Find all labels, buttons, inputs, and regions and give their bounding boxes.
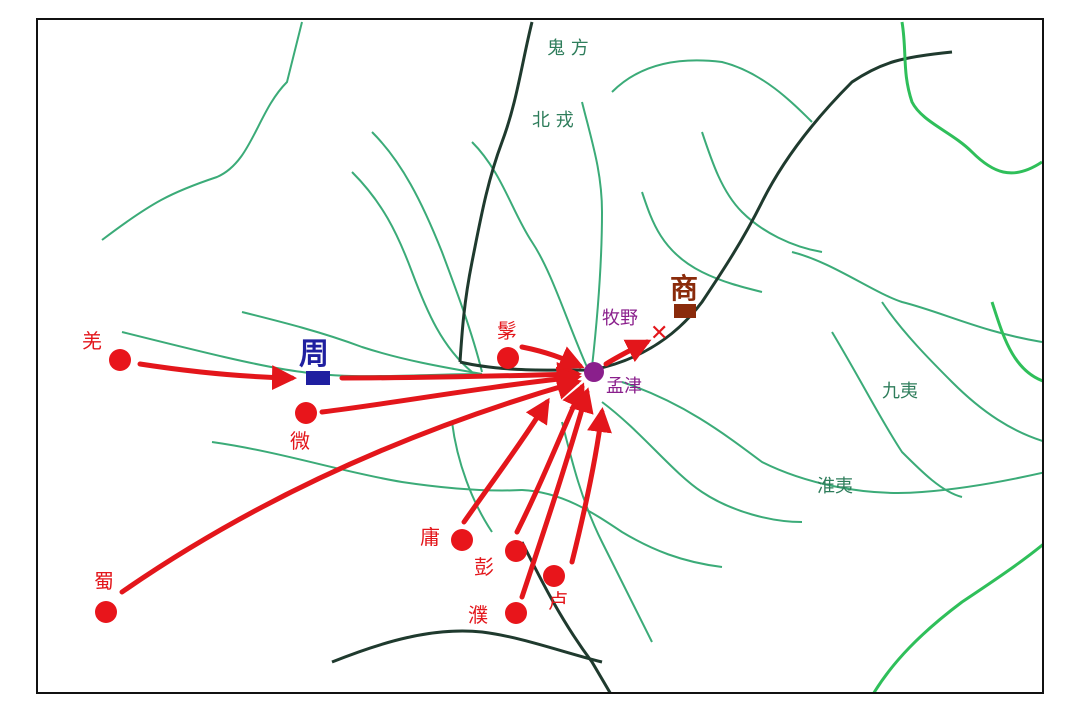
region-label-huaiyi: 淮夷 bbox=[817, 476, 853, 497]
coastline bbox=[872, 21, 1042, 692]
map-canvas: 鬼 方 北 戎 九夷 淮夷 周 商 孟津 牧野 ✕ 羌 微 蜀 髳 庸 彭 濮 … bbox=[82, 21, 1042, 692]
place-label-muye: 牧野 bbox=[602, 308, 638, 329]
yellow-river-lower bbox=[459, 50, 953, 372]
arrow-pu-to-mengjin bbox=[519, 387, 594, 600]
han-river bbox=[520, 541, 612, 692]
river-branch bbox=[581, 101, 604, 368]
region-label-beirong: 北 戎 bbox=[532, 110, 574, 131]
state-label-shu: 蜀 bbox=[94, 569, 114, 593]
state-label-mao: 髳 bbox=[497, 319, 517, 343]
state-dot-wei bbox=[295, 402, 317, 424]
yellow-river-upper bbox=[458, 21, 534, 363]
river-branch bbox=[371, 131, 483, 373]
river-branch bbox=[641, 191, 763, 293]
state-dot-pu bbox=[505, 602, 527, 624]
arrow-mao-to-mengjin bbox=[519, 344, 585, 370]
river-branch bbox=[701, 131, 823, 253]
river-branch bbox=[611, 59, 813, 123]
shang-capital-marker bbox=[674, 304, 696, 318]
state-dot-qiang bbox=[109, 349, 131, 371]
river-branch bbox=[621, 381, 1042, 494]
place-label-mengjin: 孟津 bbox=[606, 376, 642, 397]
state-dot-shu bbox=[95, 601, 117, 623]
state-dot-yong bbox=[451, 529, 473, 551]
river-branch bbox=[561, 421, 653, 643]
region-label-jiuyi: 九夷 bbox=[882, 381, 918, 402]
arrow-mengjin-to-muye bbox=[603, 339, 652, 367]
arrow-yong-to-mengjin bbox=[461, 397, 550, 525]
river-network bbox=[101, 21, 1042, 643]
state-label-wei: 微 bbox=[290, 429, 310, 453]
arrow-wei-to-mengjin bbox=[319, 366, 582, 415]
zhou-capital-marker bbox=[306, 371, 330, 385]
coast-north bbox=[900, 21, 1042, 175]
river-branch bbox=[881, 301, 1042, 442]
river-branch bbox=[241, 311, 483, 375]
state-dot-mao bbox=[497, 347, 519, 369]
capital-label-shang: 商 bbox=[670, 272, 698, 305]
river-branch bbox=[471, 141, 588, 368]
state-label-lu: 卢 bbox=[548, 589, 568, 613]
river-branch bbox=[791, 251, 1042, 343]
arrow-lu-to-mengjin bbox=[569, 407, 612, 565]
map-frame: 鬼 方 北 戎 九夷 淮夷 周 商 孟津 牧野 ✕ 羌 微 蜀 髳 庸 彭 濮 … bbox=[36, 18, 1044, 694]
arrow-qiang-to-zhou bbox=[137, 361, 297, 391]
state-dots bbox=[95, 347, 565, 624]
arrow-shu-to-mengjin bbox=[119, 375, 582, 595]
capital-label-zhou: 周 bbox=[299, 337, 329, 372]
main-river bbox=[331, 21, 953, 692]
battle-mark: ✕ bbox=[650, 321, 668, 346]
state-dot-peng bbox=[505, 540, 527, 562]
state-dot-lu bbox=[543, 565, 565, 587]
river-branch bbox=[101, 21, 303, 241]
river-branch bbox=[601, 401, 803, 523]
mengjin-marker bbox=[584, 362, 604, 382]
yangtze-river bbox=[331, 629, 603, 664]
region-label-guifang: 鬼 方 bbox=[547, 38, 589, 59]
river-branch bbox=[831, 331, 963, 498]
river-branch bbox=[451, 421, 493, 533]
coast-east bbox=[990, 301, 1042, 383]
state-label-yong: 庸 bbox=[420, 525, 440, 549]
march-arrows bbox=[119, 339, 652, 600]
arrow-zhou-to-mengjin bbox=[339, 362, 582, 388]
state-label-qiang: 羌 bbox=[82, 329, 102, 353]
state-label-pu: 濮 bbox=[468, 603, 488, 627]
river-branch bbox=[351, 171, 473, 373]
state-label-peng: 彭 bbox=[474, 555, 494, 579]
river-branch bbox=[211, 441, 523, 492]
coast-south bbox=[872, 543, 1042, 692]
